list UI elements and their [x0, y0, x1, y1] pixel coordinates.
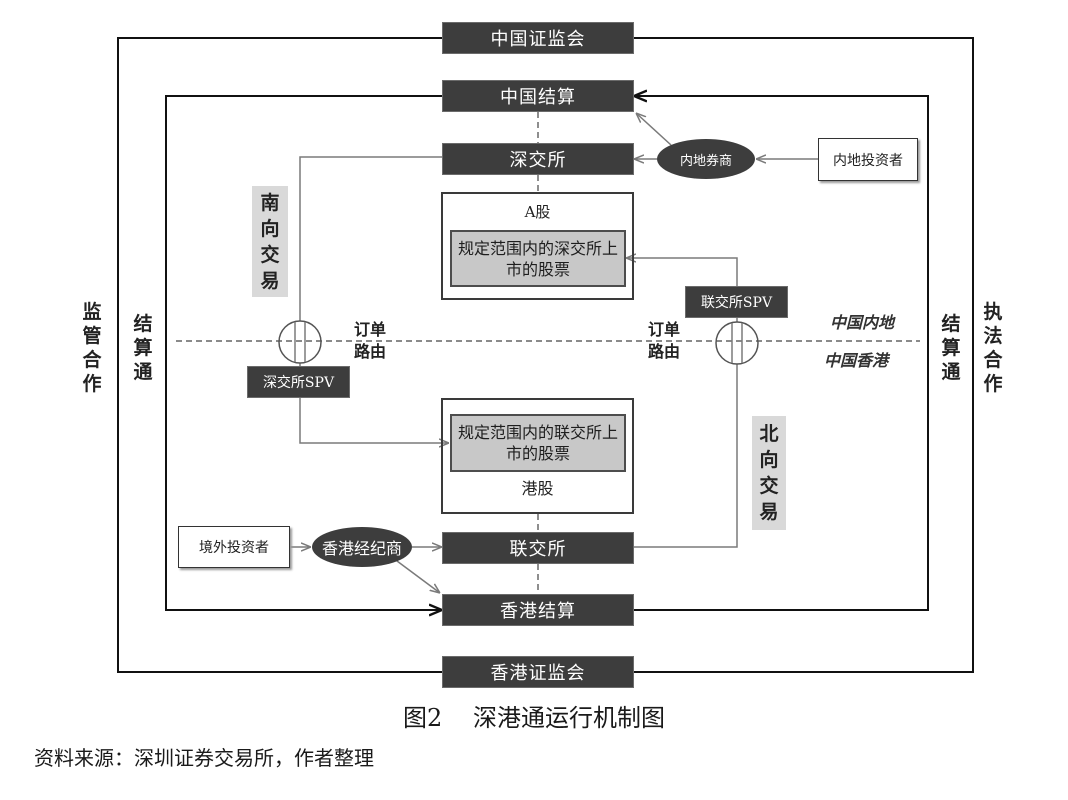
southbound-trading-text: 南向交易	[260, 191, 280, 292]
southbound-route-upper-line	[299, 156, 442, 321]
clearing-link-left-line	[165, 95, 442, 610]
h-share-scope-line-1: 规定范围内的联交所上	[457, 423, 618, 442]
clearing-link-right-text: 结算通	[941, 313, 961, 383]
szse-box: 深交所	[442, 143, 634, 175]
northbound-route-lower-line	[634, 364, 738, 548]
right-outer-label: 执法合作	[981, 300, 1005, 396]
csrc-box: 中国证监会	[442, 22, 634, 54]
northbound-trading-text: 北向交易	[759, 423, 779, 523]
hkex-box: 联交所	[442, 532, 634, 564]
arrow-mainland-broker-to-chinaclear	[636, 113, 672, 146]
figure-number: 图2	[403, 704, 443, 732]
h-share-label: 港股	[521, 479, 554, 498]
a-share-label: A股	[524, 203, 551, 221]
order-routing-label-south: 订单 路由	[350, 319, 390, 363]
a-share-scope-line-2: 市的股票	[505, 259, 570, 279]
regulatory-cooperation-text: 监管合作	[82, 301, 102, 395]
enforcement-cooperation-text: 执法合作	[983, 301, 1003, 395]
mainland-broker-ellipse: 内地券商	[657, 139, 755, 179]
left-inner-label: 结算通	[131, 312, 155, 384]
region-hongkong-label: 中国香港	[824, 351, 889, 370]
region-mainland-label: 中国内地	[830, 313, 895, 332]
hkscc-box: 香港结算	[442, 594, 634, 626]
szse-spv-box: 深交所SPV	[247, 366, 350, 398]
order-routing-north-line-2: 路由	[647, 342, 680, 361]
sfc-box: 香港证监会	[442, 656, 634, 688]
mainland-investor-box: 内地投资者	[818, 138, 918, 181]
northbound-routing-node	[715, 321, 759, 365]
northbound-trading-label: 北向交易	[752, 416, 786, 530]
mainland-broker-text: 内地券商	[679, 153, 732, 169]
order-routing-north-line-1: 订单	[647, 320, 680, 339]
southbound-routing-node	[278, 320, 322, 364]
h-share-scope-box: 规定范围内的联交所上 市的股票	[450, 414, 626, 472]
figure-title: 深港通运行机制图	[473, 704, 665, 732]
left-outer-label: 监管合作	[80, 300, 104, 396]
order-routing-label-north: 订单 路由	[644, 319, 684, 363]
order-routing-south-line-1: 订单	[353, 320, 386, 339]
clearing-link-left-text: 结算通	[133, 313, 153, 383]
order-routing-south-line-2: 路由	[353, 342, 386, 361]
southbound-trading-label: 南向交易	[252, 186, 288, 297]
a-share-scope-box: 规定范围内的深交所上 市的股票	[450, 230, 626, 287]
right-inner-label: 结算通	[939, 312, 963, 384]
overseas-investor-box: 境外投资者	[178, 526, 290, 568]
a-share-container	[441, 192, 634, 300]
h-share-container	[441, 398, 634, 514]
arrow-hk-broker-to-hkscc	[396, 560, 440, 593]
hk-broker-ellipse: 香港经纪商	[312, 527, 412, 567]
chinaclear-box: 中国结算	[442, 80, 634, 112]
h-share-scope-line-2: 市的股票	[505, 444, 570, 463]
source-note: 资料来源：深圳证券交易所，作者整理	[34, 746, 374, 770]
hk-broker-text: 香港经纪商	[321, 539, 402, 558]
hkex-spv-box: 联交所SPV	[685, 286, 788, 318]
clearing-link-right-line	[634, 96, 929, 611]
a-share-scope-line-1: 规定范围内的深交所上	[457, 238, 618, 258]
